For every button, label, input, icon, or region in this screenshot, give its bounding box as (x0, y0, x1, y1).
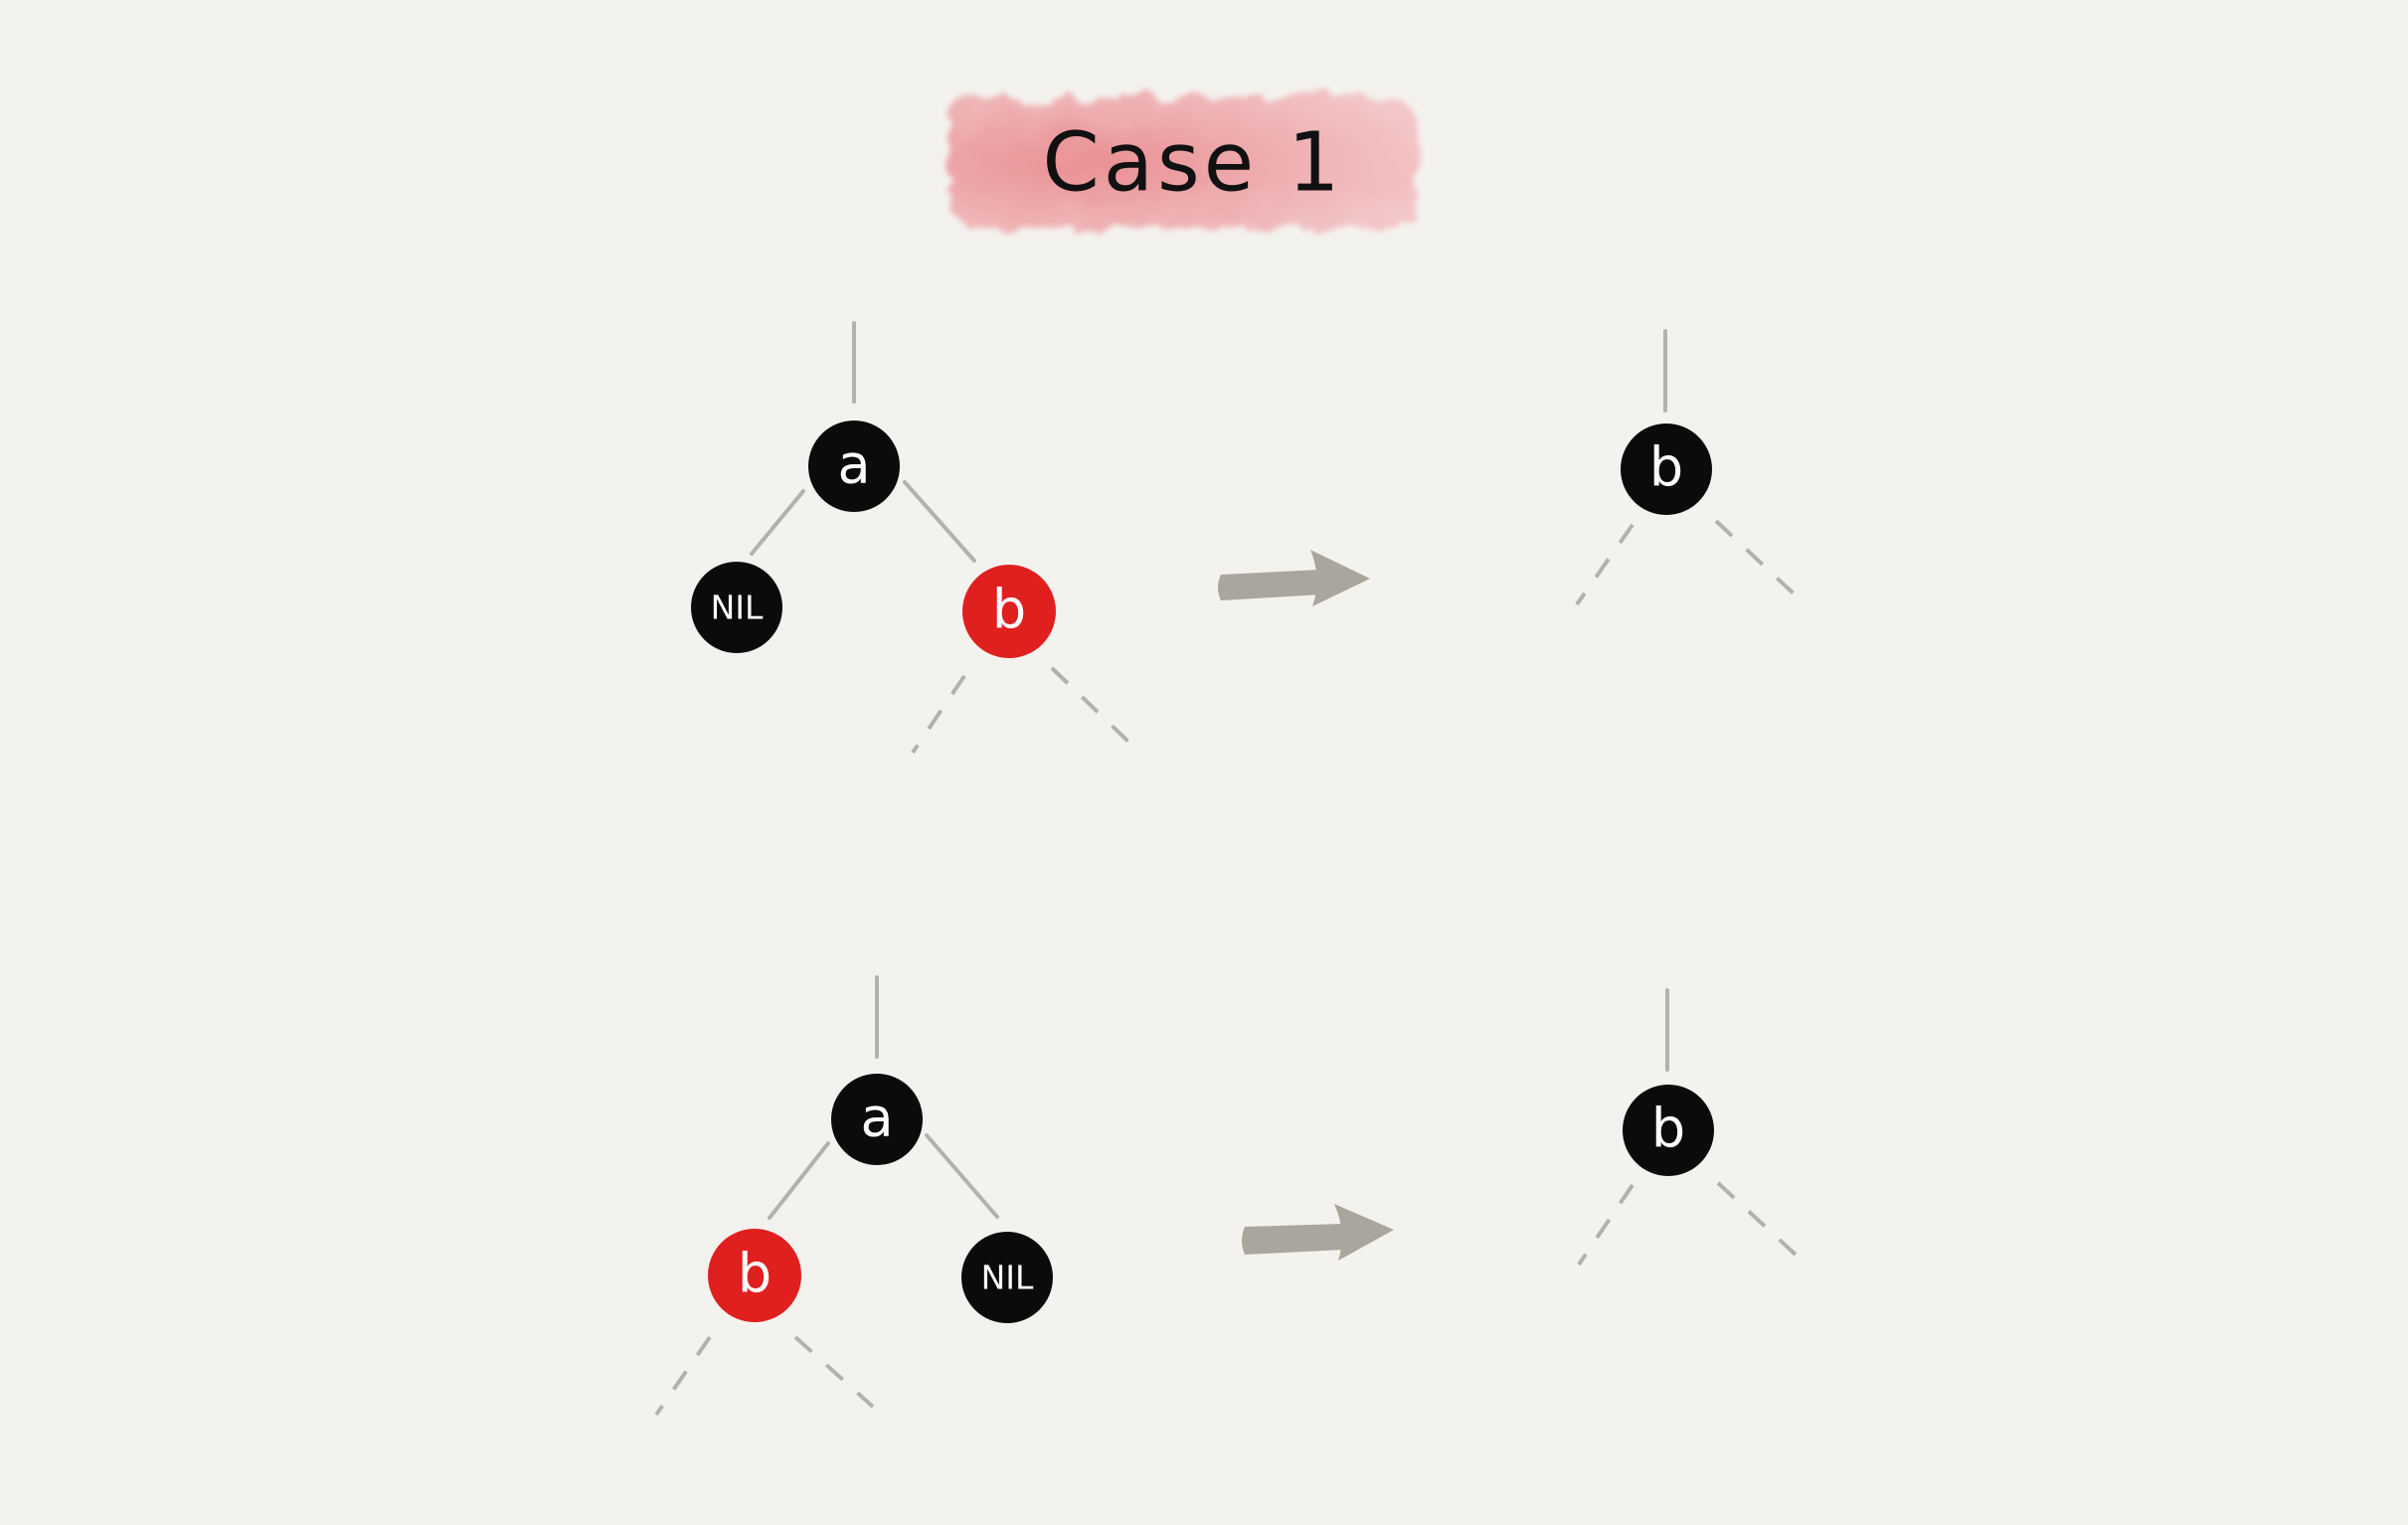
node-circle (1623, 1085, 1714, 1176)
node-circle (708, 1229, 801, 1322)
node-circle (961, 1232, 1053, 1323)
dashed-right-edge (1050, 666, 1131, 745)
node-label: NIL (711, 589, 764, 627)
left-edge (768, 1141, 830, 1220)
dashed-right-edge (1714, 519, 1797, 596)
tree-node-root: b (1623, 1085, 1714, 1176)
title-highlight (949, 97, 1417, 229)
node-label: a (837, 433, 870, 496)
diagram-2-after-tree: b (1577, 988, 1798, 1267)
diagram-1: a NIL b b (691, 321, 1797, 755)
node-label: b (1649, 436, 1683, 499)
node-label: b (738, 1243, 772, 1305)
dashed-left-edge (1575, 523, 1634, 606)
diagram-1-after-tree: b (1575, 329, 1797, 606)
arrow-head (1334, 1204, 1394, 1261)
dashed-right-edge (1716, 1181, 1798, 1257)
node-circle (962, 565, 1056, 658)
tree-node-root: a (831, 1074, 923, 1165)
arrow-head (1310, 550, 1370, 606)
diagram-1-before-tree: a NIL b (691, 321, 1131, 755)
tree-node-root: b (1621, 424, 1712, 515)
tree-node-nil: NIL (961, 1232, 1053, 1323)
tree-node-red: b (962, 565, 1056, 658)
arrow-shaft (1218, 570, 1322, 600)
node-circle (831, 1074, 923, 1165)
right-edge (925, 1133, 999, 1219)
tree-node-nil: NIL (691, 562, 782, 653)
node-circle (691, 562, 782, 653)
arrow-2 (1242, 1204, 1394, 1261)
dashed-left-edge (1577, 1183, 1634, 1267)
dashed-right-edge (793, 1335, 875, 1409)
arrow-1 (1218, 550, 1370, 606)
node-label: b (992, 579, 1026, 641)
node-label: b (1651, 1098, 1685, 1160)
node-circle (808, 421, 900, 512)
dashed-left-edge (654, 1335, 712, 1417)
diagram-2: a b NIL b (654, 975, 1798, 1417)
tree-node-root: a (808, 421, 900, 512)
tree-node-red: b (708, 1229, 801, 1322)
page-title: Case 1 (1043, 116, 1344, 211)
title-block: Case 1 (949, 97, 1417, 229)
right-edge (903, 480, 976, 563)
left-edge (750, 489, 805, 556)
node-label: a (860, 1087, 893, 1149)
node-circle (1621, 424, 1712, 515)
dashed-left-edge (911, 674, 966, 755)
node-label: NIL (981, 1259, 1034, 1297)
diagram-2-before-tree: a b NIL (654, 975, 1053, 1417)
arrow-shaft (1242, 1224, 1344, 1255)
